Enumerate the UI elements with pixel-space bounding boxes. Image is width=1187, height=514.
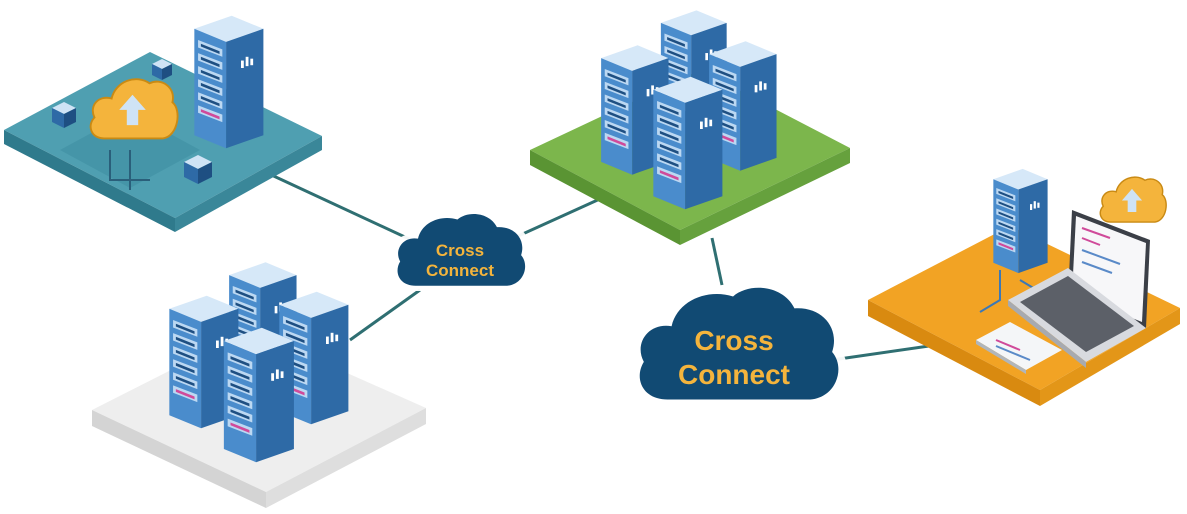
link-datacenter-to-cross-connect xyxy=(264,170,421,246)
platform-server-farm-white xyxy=(92,262,426,508)
cross-connect-large: Cross Connect xyxy=(636,286,842,402)
node-cube-icon xyxy=(184,155,212,184)
laptop-icon xyxy=(1008,210,1150,368)
tablet-icon xyxy=(976,322,1062,374)
server-rack-icon xyxy=(223,327,294,463)
server-rack-icon xyxy=(194,15,264,149)
node-cube-icon xyxy=(152,59,172,80)
platform-office-workstation xyxy=(868,168,1180,406)
server-rack-icon xyxy=(993,168,1048,274)
link-green-to-cross-connect xyxy=(710,237,724,286)
cross-connect-large-line2: Connect xyxy=(678,359,790,390)
platform-server-farm-green xyxy=(530,10,850,245)
cloud-upload-icon xyxy=(1099,176,1167,223)
link-cross-connect-to-white xyxy=(349,288,421,342)
cross-connect-small-line1: Cross xyxy=(436,241,484,260)
cross-connect-small: Cross Connect xyxy=(394,212,529,288)
cross-connect-small-line2: Connect xyxy=(426,261,494,280)
cross-connect-large-line1: Cross xyxy=(694,325,773,356)
link-cross-connect-to-office xyxy=(831,343,937,362)
platform-cloud-datacenter xyxy=(4,15,322,232)
node-cube-icon xyxy=(52,102,76,128)
server-rack-icon xyxy=(653,76,723,210)
